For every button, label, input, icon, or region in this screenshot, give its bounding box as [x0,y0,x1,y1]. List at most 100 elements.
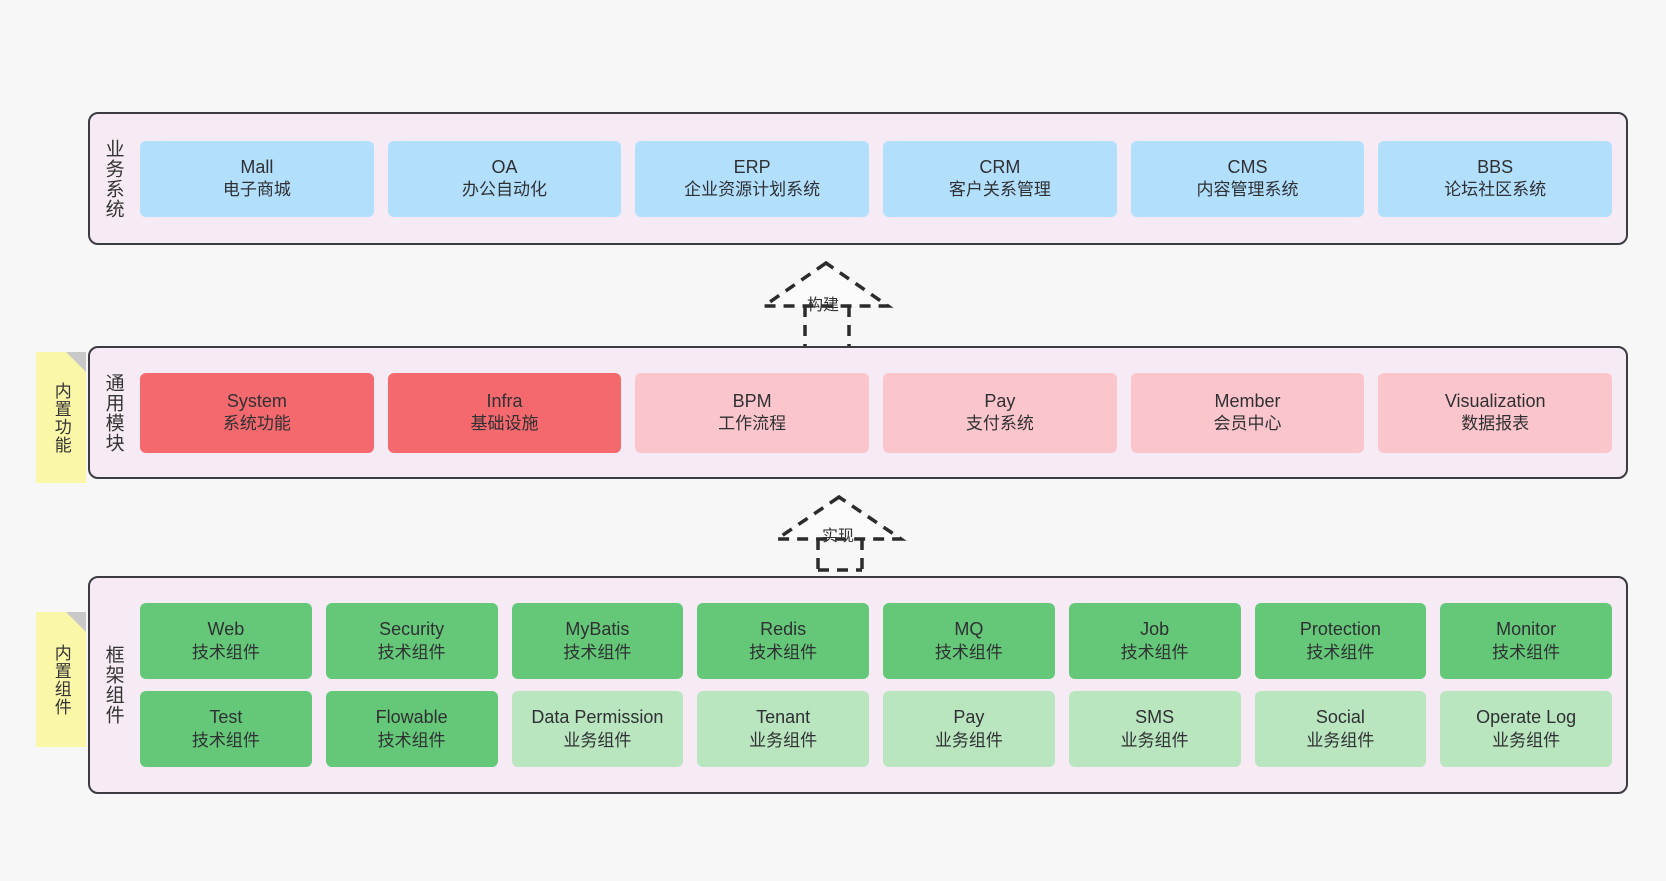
card-subtitle: 技术组件 [377,642,446,662]
card-title: Flowable [375,707,448,728]
card-subtitle: 技术组件 [1306,642,1375,662]
card-title: Security [379,619,445,640]
card-title: Monitor [1496,619,1557,640]
card-title: CRM [979,156,1021,177]
card-subtitle: 业务组件 [1492,730,1561,750]
card-title: BPM [732,390,772,411]
arrow-head-triangle [758,260,894,308]
card-title: Web [207,619,245,640]
card-title: Pay [984,390,1016,411]
common-card-member[interactable]: Member 会员中心 [1130,372,1365,453]
business-card-erp[interactable]: ERP 企业资源计划系统 [635,140,870,217]
card-title: Infra [486,390,523,411]
layer-common-title: 通用模块 [102,372,124,453]
business-card-mall[interactable]: Mall 电子商城 [140,140,374,217]
card-title: MyBatis [565,619,630,640]
arrow-stem [803,306,851,348]
card-title: Protection [1299,619,1381,640]
card-subtitle: 业务组件 [1306,730,1375,750]
sticky-fold-corner [66,612,86,632]
card-title: BBS [1477,156,1514,177]
card-title: MQ [954,619,984,640]
sticky-note-builtin-features: 内置功能 [36,352,86,483]
card-title: CMS [1227,156,1268,177]
common-card-infra[interactable]: Infra 基础设施 [387,372,622,453]
layer-business-title: 业务系统 [102,138,124,219]
card-subtitle: 技术组件 [1120,642,1189,662]
sticky-note-builtin-features-label: 内置功能 [51,381,71,454]
card-subtitle: 技术组件 [749,642,818,662]
card-title: Tenant [756,707,811,728]
card-title: Test [209,707,243,728]
connector-build: 构建 [757,258,897,350]
card-title: ERP [733,156,771,177]
card-subtitle: 客户关系管理 [948,180,1051,200]
card-subtitle: 内容管理系统 [1196,180,1299,200]
card-subtitle: 技术组件 [191,730,260,750]
business-card-cms[interactable]: CMS 内容管理系统 [1130,140,1365,217]
card-title: Mall [240,156,274,177]
card-subtitle: 业务组件 [1120,730,1189,750]
card-subtitle: 技术组件 [934,642,1003,662]
card-subtitle: 工作流程 [718,414,787,434]
card-title: Operate Log [1476,707,1577,728]
card-title: Member [1214,390,1281,411]
card-subtitle: 技术组件 [1492,642,1561,662]
card-title: Social [1315,707,1365,728]
card-subtitle: 技术组件 [191,642,260,662]
connector-implement: 实现 [770,492,910,572]
card-subtitle: 基础设施 [470,414,539,434]
card-subtitle: 企业资源计划系统 [684,180,821,200]
card-subtitle: 技术组件 [377,730,446,750]
card-subtitle: 数据报表 [1461,414,1530,434]
card-subtitle: 业务组件 [563,730,632,750]
card-subtitle: 论坛社区系统 [1444,180,1547,200]
card-title: Data Permission [531,707,664,728]
layer-framework-title: 框架组件 [102,645,124,725]
common-card-bpm[interactable]: BPM 工作流程 [635,372,870,453]
card-title: OA [491,156,518,177]
sticky-note-builtin-components-label: 内置组件 [51,643,71,716]
card-subtitle: 电子商城 [222,180,291,200]
connector-build-label: 构建 [807,297,840,314]
connector-implement-label: 实现 [822,528,855,545]
sticky-note-builtin-components: 内置组件 [36,612,86,747]
card-title: Job [1140,619,1170,640]
card-title: Visualization [1444,390,1546,411]
common-card-visualization[interactable]: Visualization 数据报表 [1378,372,1613,453]
card-subtitle: 会员中心 [1213,414,1282,434]
card-subtitle: 业务组件 [934,730,1003,750]
business-card-crm[interactable]: CRM 客户关系管理 [883,140,1117,217]
card-subtitle: 系统功能 [222,414,291,434]
card-subtitle: 技术组件 [563,642,632,662]
arrow-head-triangle [771,494,907,541]
business-card-bbs[interactable]: BBS 论坛社区系统 [1378,140,1613,217]
